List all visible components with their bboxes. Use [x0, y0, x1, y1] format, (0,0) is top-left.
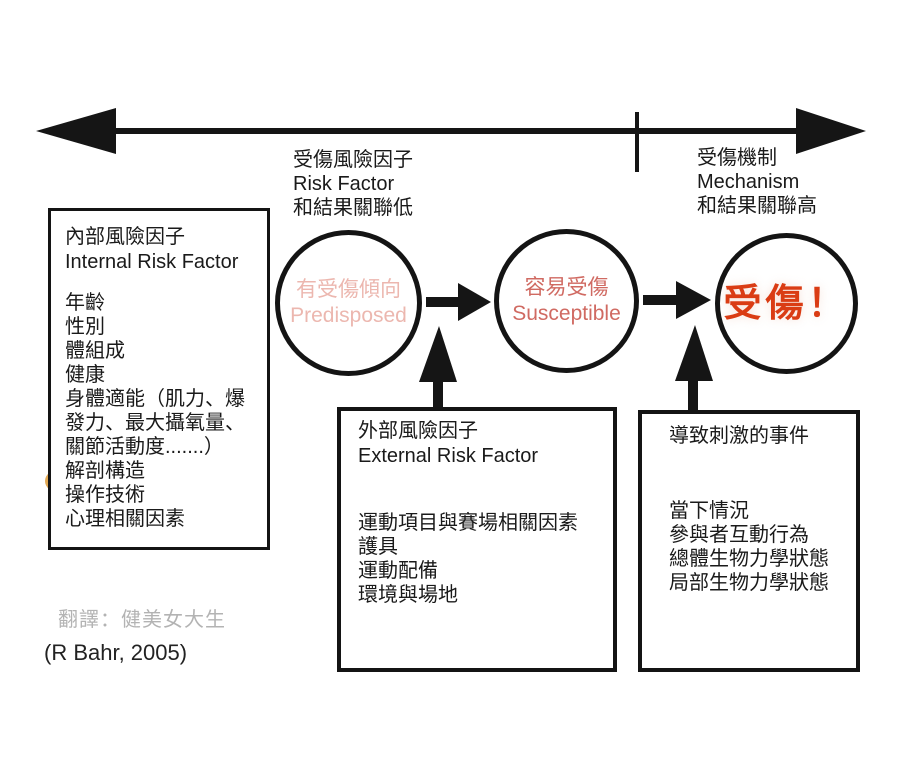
predisposed-label-en: Predisposed: [290, 304, 407, 327]
internal-risk-item: 年齡: [65, 292, 105, 314]
event-box-up-arrow-head-icon: [675, 325, 713, 381]
citation: (R Bahr, 2005): [44, 640, 188, 665]
inciting-event-box: 導致刺激的事件 當下情況 參與者互動行為 總體生物力學狀態 局部生物力學狀態: [638, 410, 860, 672]
internal-risk-title-zh: 內部風險因子: [65, 226, 185, 248]
arrow-susceptible-to-injury-head-icon: [676, 281, 711, 319]
injury-circle: 受傷！: [715, 233, 858, 374]
timeline-divider-tick: [635, 112, 639, 172]
internal-risk-title: 內部風險因子 Internal Risk Factor: [65, 225, 261, 275]
external-risk-title-en: External Risk Factor: [358, 445, 539, 467]
predisposed-circle: 有受傷傾向 Predisposed: [275, 230, 422, 376]
timeline-arrow-left-head-icon: [36, 108, 116, 154]
internal-risk-item: 身體適能（肌力、爆發力、最大攝氧量、關節活動度.......）: [65, 388, 245, 458]
injury-label: 受傷！: [723, 282, 850, 325]
susceptible-circle: 容易受傷 Susceptible: [494, 229, 639, 373]
translation-credit: 翻譯：健美女大生: [58, 609, 226, 631]
internal-risk-item: 心理相關因素: [65, 508, 185, 530]
internal-risk-item: 體組成: [65, 340, 125, 362]
inciting-event-items: 當下情況 參與者互動行為 總體生物力學狀態 局部生物力學狀態: [669, 499, 850, 595]
external-risk-item: 環境與場地: [358, 584, 458, 606]
inciting-event-item: 總體生物力學狀態: [669, 548, 829, 570]
external-risk-item: 運動項目與賽場相關因素: [358, 512, 578, 534]
internal-risk-title-en: Internal Risk Factor: [65, 251, 239, 273]
susceptible-label-zh: 容易受傷: [524, 276, 609, 299]
mechanism-axis-label: 受傷機制 Mechanism 和結果關聯高: [697, 147, 817, 217]
inciting-event-title: 導致刺激的事件: [669, 425, 809, 447]
internal-risk-items: 年齡 性別 體組成 健康 身體適能（肌力、爆發力、最大攝氧量、關節活動度....…: [65, 291, 261, 531]
internal-risk-item-highlighted: 操作技術: [65, 484, 145, 506]
arrow-predisposed-to-susceptible-head-icon: [458, 283, 491, 321]
external-risk-item: 護具: [358, 536, 398, 558]
internal-risk-item: 性別: [65, 316, 105, 338]
external-risk-box: 外部風險因子 External Risk Factor 運動項目與賽場相關因素 …: [337, 407, 617, 672]
external-box-up-arrow-head-icon: [419, 326, 457, 382]
risk-factor-axis-label: 受傷風險因子 Risk Factor 和結果關聯低: [293, 149, 413, 219]
inciting-event-item: 局部生物力學狀態: [669, 572, 829, 594]
inciting-event-item: 當下情況: [669, 500, 749, 522]
external-risk-title: 外部風險因子 External Risk Factor: [358, 419, 605, 469]
external-risk-title-zh: 外部風險因子: [358, 420, 478, 442]
inciting-event-item: 參與者互動行為: [669, 524, 809, 546]
susceptible-label-en: Susceptible: [512, 302, 621, 325]
external-risk-item: 運動配備: [358, 560, 438, 582]
external-risk-items: 運動項目與賽場相關因素 護具 運動配備 環境與場地: [358, 511, 605, 607]
predisposed-label-zh: 有受傷傾向: [296, 278, 401, 301]
internal-risk-item-highlighted: 解剖構造: [65, 460, 145, 482]
internal-risk-item: 健康: [65, 364, 105, 386]
internal-risk-box: 內部風險因子 Internal Risk Factor 年齡 性別 體組成 健康…: [48, 208, 270, 550]
